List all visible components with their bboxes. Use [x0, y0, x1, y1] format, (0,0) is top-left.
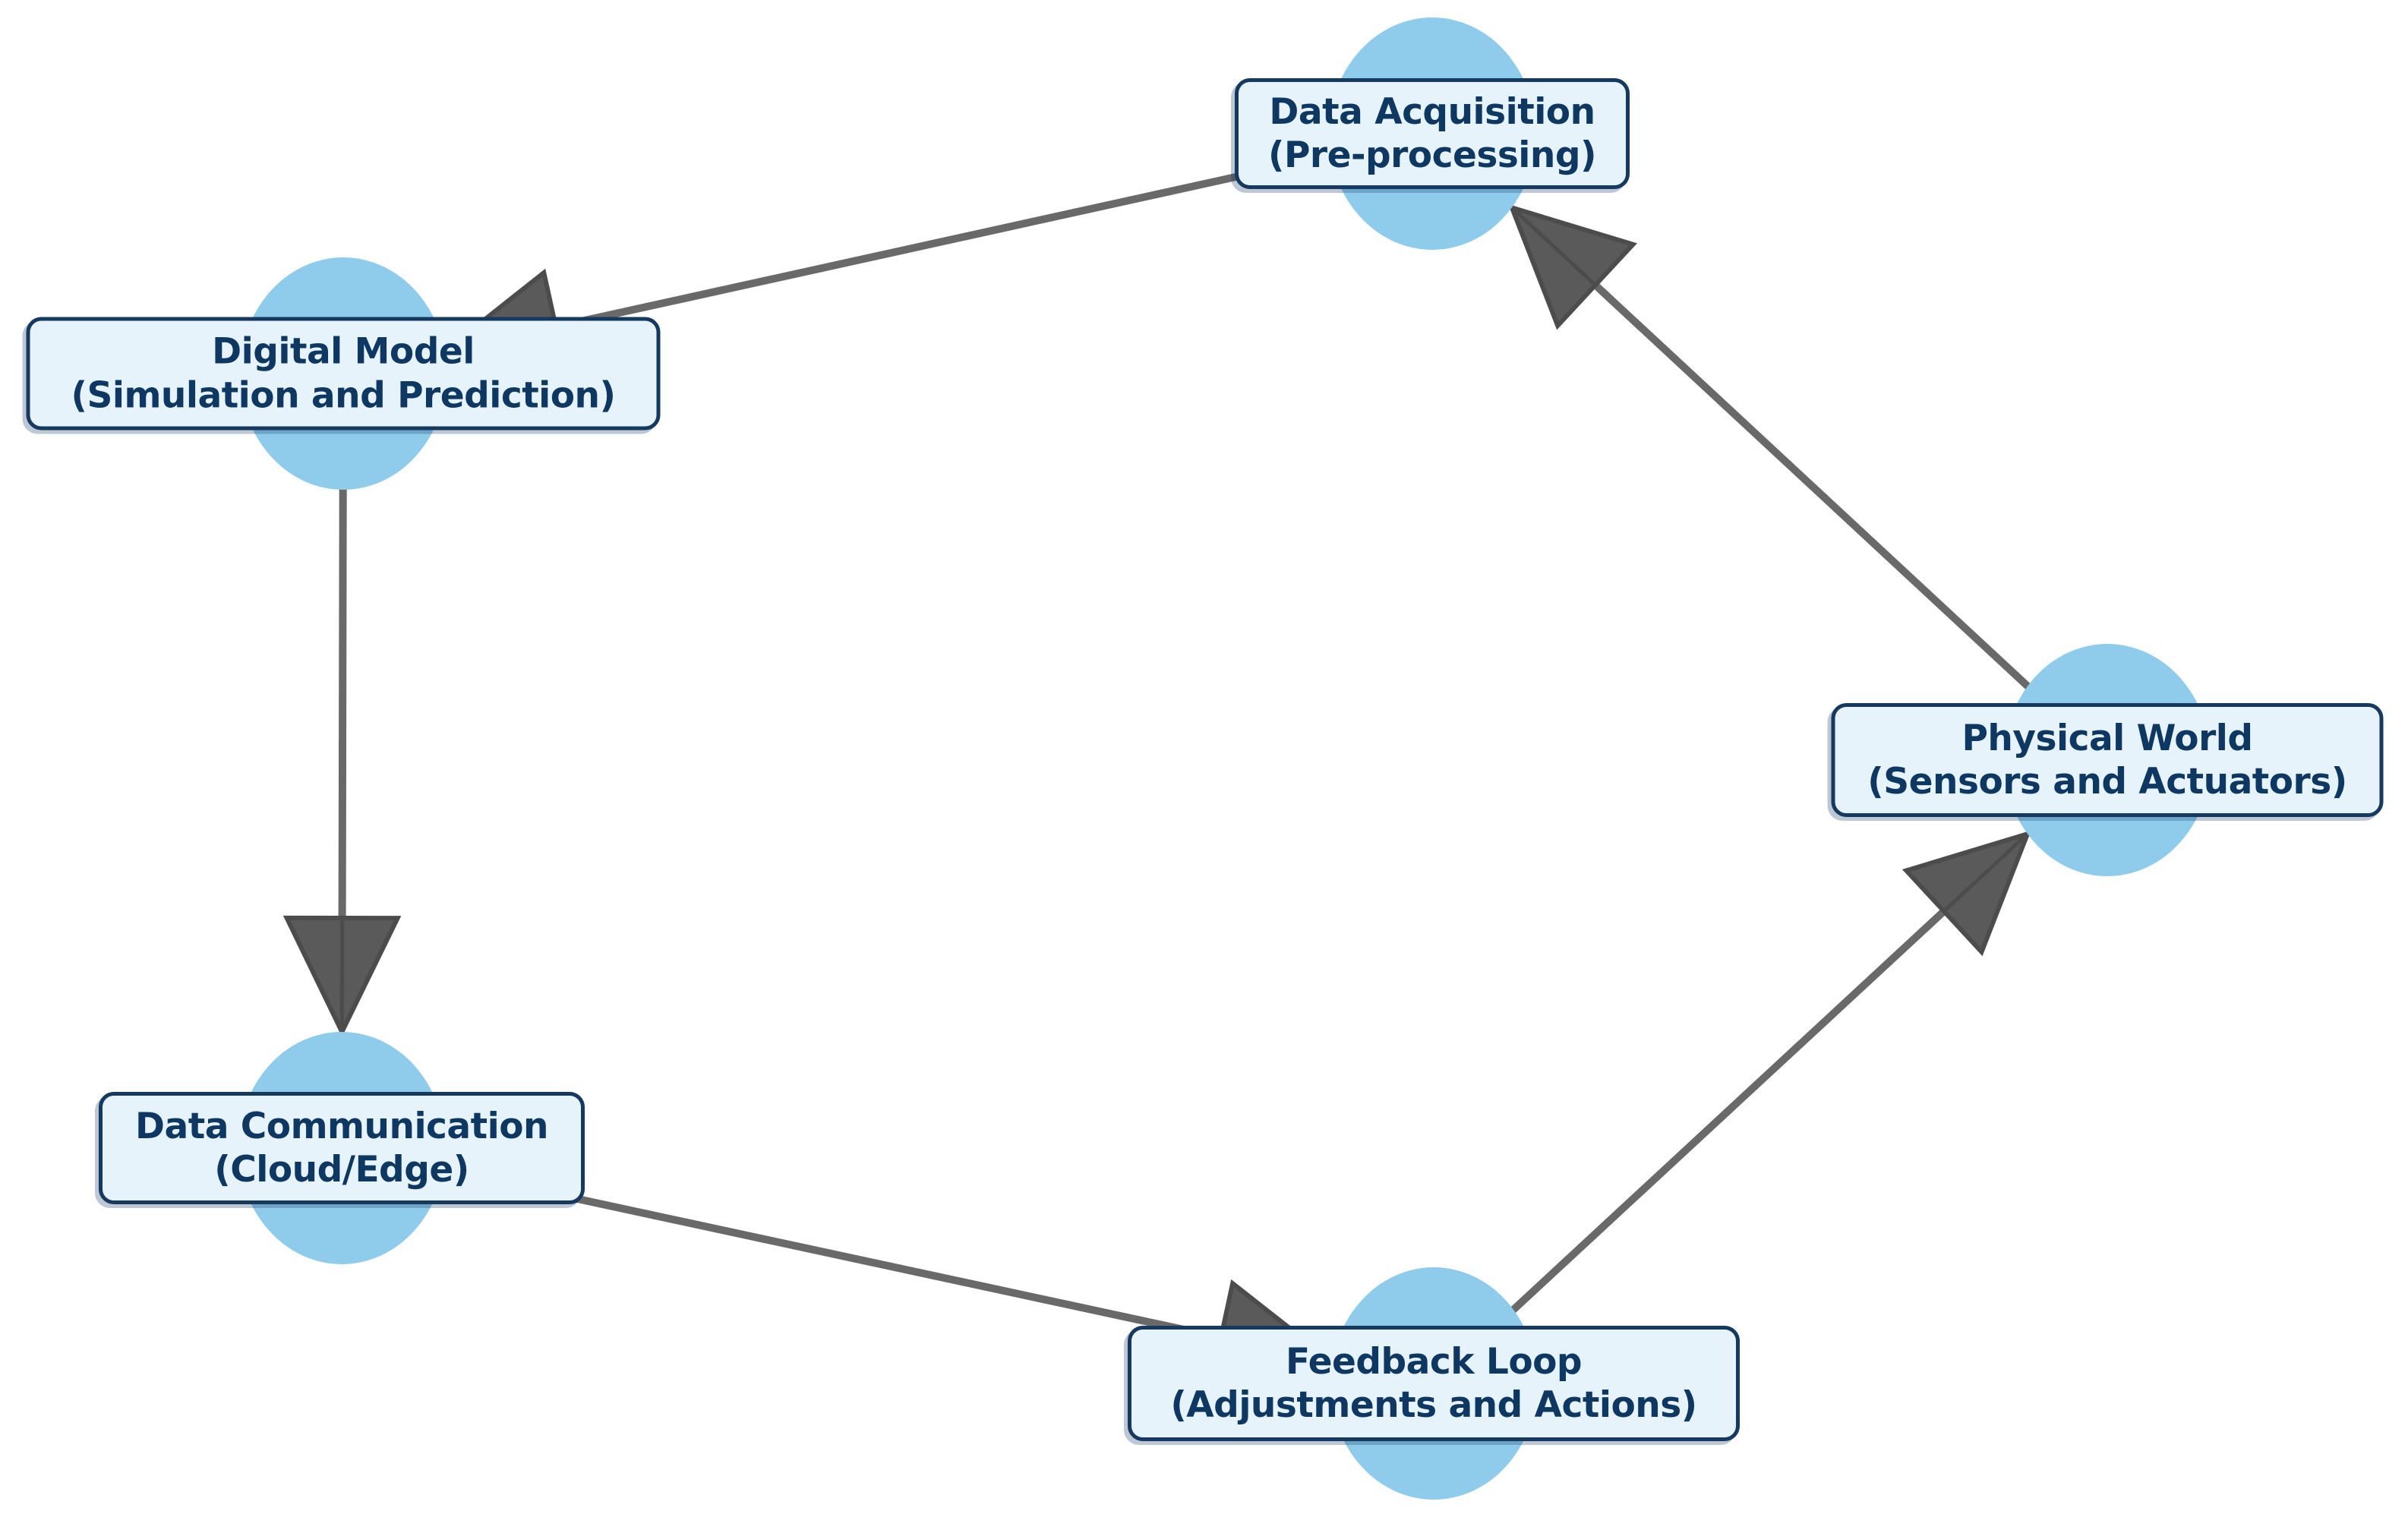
node-label-feedback-loop-line2: (Adjustments and Actions) — [1170, 1384, 1697, 1426]
node-label-box-data-acquisition: Data Acquisition(Pre-processing) — [1235, 78, 1630, 189]
node-label-box-feedback-loop: Feedback Loop(Adjustments and Actions) — [1128, 1326, 1740, 1441]
node-label-physical-world-line2: (Sensors and Actuators) — [1867, 761, 2347, 803]
node-label-data-communication-line1: Data Communication — [135, 1105, 548, 1147]
node-label-box-physical-world: Physical World(Sensors and Actuators) — [1831, 703, 2384, 817]
edge-line-physical-world-to-data-acquisition — [1592, 282, 2110, 763]
node-label-digital-model-line2: (Simulation and Prediction) — [71, 374, 617, 416]
node-label-data-acquisition-line1: Data Acquisition — [1269, 90, 1595, 133]
node-label-data-communication-line2: (Cloud/Edge) — [214, 1149, 469, 1191]
edge-line-feedback-loop-to-physical-world — [1431, 908, 1947, 1386]
node-label-box-digital-model: Digital Model(Simulation and Prediction) — [26, 317, 661, 431]
node-label-data-acquisition-line2: (Pre-processing) — [1268, 134, 1596, 176]
edge-arrowhead-seam — [1510, 206, 1597, 287]
node-label-feedback-loop-line1: Feedback Loop — [1285, 1340, 1583, 1383]
node-label-box-data-communication: Data Communication(Cloud/Edge) — [99, 1092, 585, 1204]
node-label-digital-model-line1: Digital Model — [212, 330, 475, 373]
edge-arrowhead-seam — [1942, 832, 2029, 913]
node-label-physical-world-line1: Physical World — [1961, 717, 2253, 759]
